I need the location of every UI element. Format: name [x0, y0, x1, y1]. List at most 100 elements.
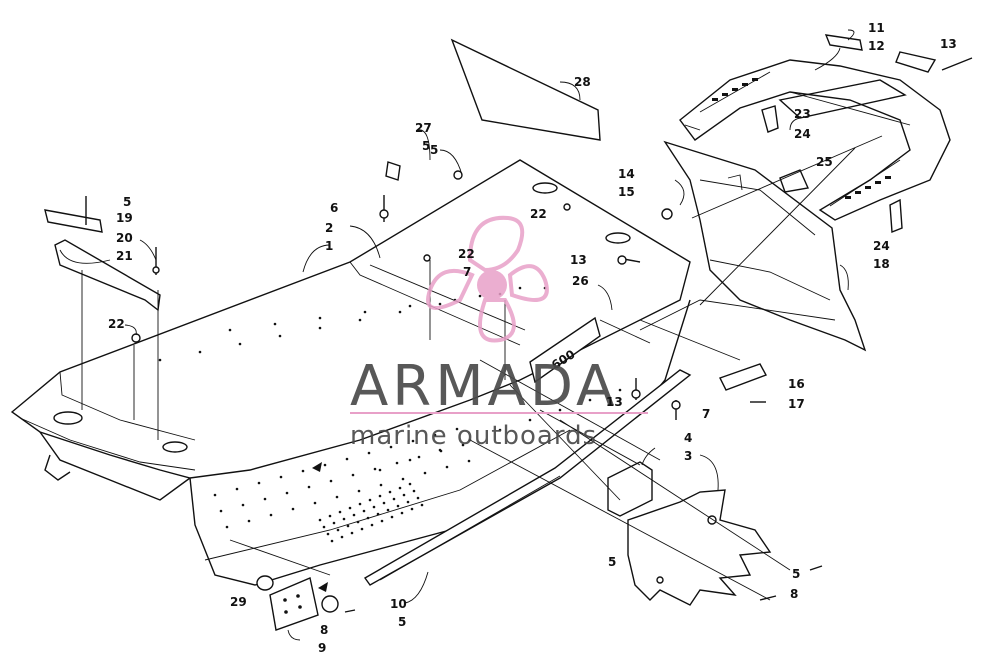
bracket-21 [54, 239, 161, 312]
rivet-dot [373, 467, 377, 471]
plate-9 [269, 577, 319, 631]
callout-26: 26 [572, 274, 589, 288]
callout-5-f: 5 [430, 143, 438, 157]
callout-12: 12 [868, 39, 885, 53]
rivet-dot [518, 286, 522, 290]
rivet-dot [478, 294, 482, 298]
badge-600: 600 [529, 316, 601, 384]
rivet-dot [363, 310, 367, 314]
fasteners [85, 57, 973, 613]
rivet-dot [438, 302, 442, 306]
rivet-dot [392, 497, 396, 501]
rivet-dot [380, 519, 384, 523]
rivet-dot [461, 443, 465, 447]
rivet-dot [420, 503, 424, 507]
rivet-dot [360, 527, 364, 531]
bracket-4 [607, 461, 653, 517]
callout-7-a: 7 [463, 265, 471, 279]
rivet-dot [225, 525, 229, 529]
rivet-dot [386, 508, 390, 512]
callout-15: 15 [618, 185, 635, 199]
rivet-dot [198, 350, 202, 354]
bumper-slot [865, 186, 871, 189]
callout-29: 29 [230, 595, 247, 609]
rivet-dot [241, 503, 245, 507]
callout-labels: 1 2 3 4 5 5 5 5 5 6 7 7 8 8 9 10 11 12 1… [108, 21, 957, 655]
rivet-dot [417, 455, 421, 459]
rivet-dot [558, 408, 562, 412]
rivet-dot [390, 515, 394, 519]
rivet-dot [376, 512, 380, 516]
callout-23: 23 [794, 107, 811, 121]
callout-7-b: 7 [702, 407, 710, 421]
rivet-dot [328, 514, 332, 518]
rivet-dot [235, 487, 239, 491]
rivet-dot [318, 518, 322, 522]
bumper-slot [712, 98, 718, 101]
callout-13-c: 13 [606, 395, 623, 409]
rivet-dot [395, 461, 399, 465]
callout-5-a: 5 [123, 195, 131, 209]
callout-24-b: 24 [873, 239, 890, 253]
rear-flap [663, 140, 867, 352]
rivet-dot [498, 428, 502, 432]
rivet-dot [158, 358, 162, 362]
bracket-24-a [761, 105, 779, 133]
rivet-dot [402, 493, 406, 497]
callout-8-a: 8 [320, 623, 328, 637]
rivet-dot [400, 511, 404, 515]
callout-25: 25 [816, 155, 833, 169]
rivet-dot [213, 493, 217, 497]
callout-17: 17 [788, 397, 805, 411]
rivet-dot [247, 519, 251, 523]
nut-8-left [321, 595, 339, 613]
rear-bumper [679, 59, 951, 221]
rivet-dot [408, 482, 412, 486]
rivet-dot [366, 516, 370, 520]
rivet-dot [257, 481, 261, 485]
callout-13-b: 13 [570, 253, 587, 267]
callout-1: 1 [325, 239, 333, 253]
rivet-dot [367, 451, 371, 455]
callout-5-e: 5 [398, 615, 406, 629]
rivet-dot [388, 490, 392, 494]
plate-19 [44, 209, 103, 233]
rivet-dot [423, 471, 427, 475]
rivet-dot [362, 509, 366, 513]
rivet-dot [263, 497, 267, 501]
rivet-dot [323, 463, 327, 467]
callout-20: 20 [116, 231, 133, 245]
rivet-dot [279, 475, 283, 479]
rivet-dot [411, 439, 415, 443]
rivet-dot [358, 502, 362, 506]
callout-19: 19 [116, 211, 133, 225]
rivet-dot [618, 388, 622, 392]
watermark-brand: ARMADA [350, 354, 618, 419]
bracket-24-b [889, 198, 903, 234]
rivet-dot [410, 507, 414, 511]
watermark-logo [426, 215, 549, 343]
bracket-25 [779, 169, 810, 193]
rivet-dot [332, 521, 336, 525]
rivet-dot [401, 477, 405, 481]
rivet-dot [329, 479, 333, 483]
rivet-dot [455, 427, 459, 431]
rivet-dot [291, 507, 295, 511]
rivet-dot [398, 486, 402, 490]
bumper-slot [752, 78, 758, 81]
callout-9: 9 [318, 641, 326, 655]
rivet-dot [433, 433, 437, 437]
rivet-dot [378, 468, 382, 472]
bracket-3 [627, 489, 772, 606]
bumper-slot [845, 196, 851, 199]
rivet-dot [326, 532, 330, 536]
rivet-dot [338, 510, 342, 514]
rivet-dot [335, 495, 339, 499]
rivet-dot [389, 445, 393, 449]
rivet-dot [416, 496, 420, 500]
callout-21: 21 [116, 249, 133, 263]
rivet-dot [238, 342, 242, 346]
callout-16: 16 [788, 377, 805, 391]
